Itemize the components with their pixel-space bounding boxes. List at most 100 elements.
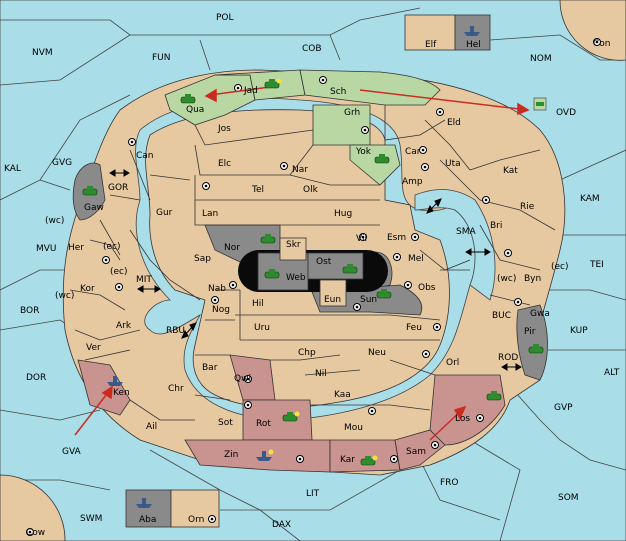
land-label-Lan: Lan xyxy=(202,209,218,219)
coast-tag: (wc) xyxy=(55,291,74,301)
territory-Ost-inner[interactable] xyxy=(307,252,364,280)
land-label-Eld: Eld xyxy=(447,118,461,128)
land-label-Ost: Ost xyxy=(316,257,332,267)
borders xyxy=(69,105,556,421)
sea-label-KUP: KUP xyxy=(570,326,588,336)
sea-label-RBU: RBU xyxy=(166,326,185,336)
sea-label-POL: POL xyxy=(216,13,234,23)
territory-Grh[interactable] xyxy=(312,104,371,146)
land-label-Kat: Kat xyxy=(503,166,518,176)
land-label-Grh: Grh xyxy=(344,108,360,118)
land-label-Sch: Sch xyxy=(330,87,346,97)
territory-Cow[interactable] xyxy=(0,474,66,541)
sea-label-SWM: SWM xyxy=(80,514,102,524)
convoy-links xyxy=(109,169,522,371)
territory-Eun[interactable] xyxy=(319,279,347,307)
territory-Ken[interactable] xyxy=(77,359,131,416)
territory-Con[interactable] xyxy=(559,0,626,61)
sea-label-SMA: SMA xyxy=(456,227,476,237)
land-label-Uru: Uru xyxy=(254,323,270,333)
land-label-Cow: Cow xyxy=(26,528,45,538)
land-label-Jos: Jos xyxy=(217,124,231,134)
army-unit[interactable] xyxy=(528,344,544,354)
sea-label-SOM: SOM xyxy=(558,493,579,503)
territory-Skr[interactable] xyxy=(279,237,307,261)
territory-Zin[interactable] xyxy=(184,439,331,473)
sea-label-GVP: GVP xyxy=(554,403,573,413)
land-label-Chr: Chr xyxy=(168,384,184,394)
territory-Aba[interactable] xyxy=(125,489,172,528)
channel-SMA xyxy=(414,189,496,301)
sea-label-LIT: LIT xyxy=(306,489,320,499)
land-label-Rie: Rie xyxy=(520,202,535,212)
land-label-Qua: Qua xyxy=(186,105,204,115)
land-label-Eun: Eun xyxy=(324,295,341,305)
land-label-Bar: Bar xyxy=(202,363,218,373)
sea-label-KAL: KAL xyxy=(4,164,21,174)
land-label-Byn: Byn xyxy=(524,274,541,284)
land-label-Kaa: Kaa xyxy=(334,390,351,400)
territory-Pir[interactable] xyxy=(516,304,548,381)
coast-tag: (ec) xyxy=(110,267,128,277)
army-unit[interactable] xyxy=(533,97,547,111)
army-unit[interactable] xyxy=(260,234,276,244)
sea-label-NOM: NOM xyxy=(530,54,552,64)
territory-Rot[interactable] xyxy=(242,399,313,441)
land-label-Rot: Rot xyxy=(256,419,271,429)
land-label-Kar: Kar xyxy=(340,455,355,465)
army-unit[interactable] xyxy=(360,455,378,466)
land-label-Jad: Jad xyxy=(243,86,258,96)
fleet-unit[interactable] xyxy=(136,498,152,508)
land-label-Olk: Olk xyxy=(303,185,319,195)
land-label-Sot: Sot xyxy=(218,418,233,428)
land-label-Yok: Yok xyxy=(355,147,372,157)
sea-label-OVD: OVD xyxy=(556,108,576,118)
land-label-Mou: Mou xyxy=(344,423,363,433)
sea-label-FRO: FRO xyxy=(440,478,459,488)
land-label-Elf: Elf xyxy=(425,40,437,50)
land-label-Orl: Orl xyxy=(446,358,459,368)
territory-Elf[interactable] xyxy=(404,14,456,51)
army-unit[interactable] xyxy=(486,391,502,401)
order-arrows xyxy=(74,86,530,441)
land-label-Nor: Nor xyxy=(224,243,240,253)
land-label-Ark: Ark xyxy=(116,321,132,331)
fleet-unit[interactable] xyxy=(107,376,123,386)
army-unit[interactable] xyxy=(282,411,300,422)
land-label-Amp: Amp xyxy=(402,177,423,187)
territory-Sch[interactable] xyxy=(299,69,441,106)
land-label-Ail: Ail xyxy=(146,422,157,432)
sea-label-DOR: DOR xyxy=(26,373,46,383)
land-label-Can: Can xyxy=(136,151,154,161)
land-label-Uta: Uta xyxy=(445,159,461,169)
land-label-Her: Her xyxy=(68,243,84,253)
sea-label-GVG: GVG xyxy=(52,158,72,168)
labels: POL NVM FUN COB NOM Con OVD KAL GVG KAM … xyxy=(4,13,620,538)
sea-label-BUC: BUC xyxy=(492,311,511,321)
sea-label-BOR: BOR xyxy=(20,306,39,316)
army-unit[interactable] xyxy=(342,264,358,274)
army-unit[interactable] xyxy=(82,186,98,196)
territory-Sam[interactable] xyxy=(394,429,446,471)
land-label-Gur: Gur xyxy=(156,208,173,218)
sea-label-MIT: MIT xyxy=(136,275,152,285)
army-unit[interactable] xyxy=(264,269,280,279)
sea-label-COB: COB xyxy=(302,44,322,54)
army-unit[interactable] xyxy=(264,78,282,89)
land-label-Obs: Obs xyxy=(418,283,436,293)
land-label-Esm: Esm xyxy=(387,233,406,243)
fleet-unit[interactable] xyxy=(464,26,480,36)
territory-Yok[interactable] xyxy=(349,144,401,186)
land-label-Feu: Feu xyxy=(406,323,422,333)
sea-label-GVA: GVA xyxy=(62,447,82,457)
territory-Los[interactable] xyxy=(429,374,506,446)
land-label-Nar: Nar xyxy=(292,165,308,175)
territory-Jad[interactable] xyxy=(214,69,306,101)
army-unit[interactable] xyxy=(374,154,390,164)
army-unit[interactable] xyxy=(180,94,196,104)
army-unit[interactable] xyxy=(376,289,392,299)
land-label-Kor: Kor xyxy=(80,284,95,294)
land-label-Car: Car xyxy=(405,147,421,157)
fleet-unit[interactable] xyxy=(256,449,274,462)
